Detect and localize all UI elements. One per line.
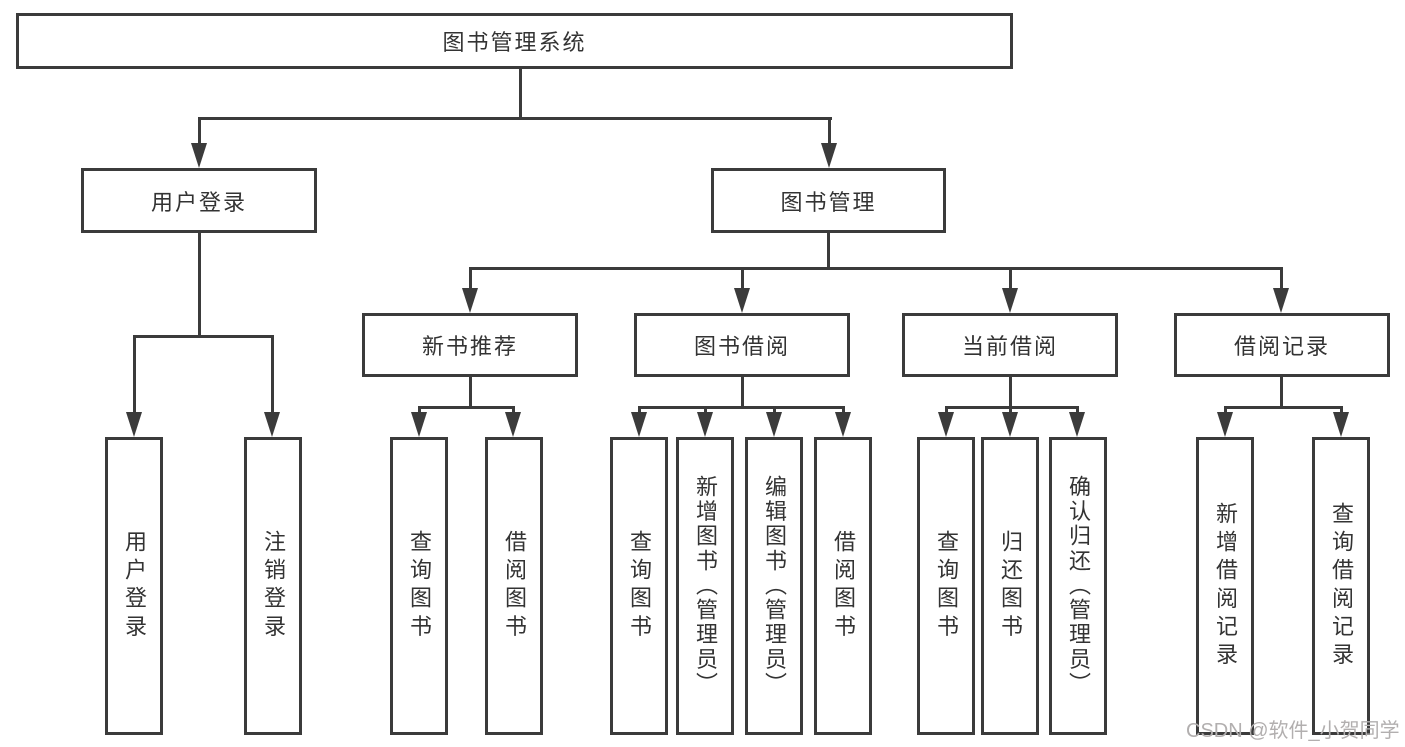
leaf-bw-query-book: 查询图书 bbox=[610, 437, 668, 735]
connector-level3-rail bbox=[469, 267, 1283, 270]
arrow-down-icon bbox=[734, 288, 750, 313]
leaf-bw-query-book-label: 查询图书 bbox=[627, 529, 652, 643]
leaf-bw-add-book: 新增图书（管理员） bbox=[676, 437, 734, 735]
connector-arrow-cu-confirm-line bbox=[1076, 406, 1079, 415]
arrow-down-icon bbox=[821, 143, 837, 168]
connector-arrow-bw-add-line bbox=[704, 406, 707, 415]
leaf-cu-return-book: 归还图书 bbox=[981, 437, 1039, 735]
connector-newbook-stem bbox=[469, 377, 472, 409]
leaf-hi-add-record-label: 新增借阅记录 bbox=[1213, 501, 1238, 671]
leaf-cu-query-book-label: 查询图书 bbox=[934, 529, 959, 643]
connector-arrow-nb-query-line bbox=[418, 406, 421, 415]
node-book-mgmt-label: 图书管理 bbox=[780, 189, 877, 215]
arrow-down-icon bbox=[1333, 412, 1349, 437]
connector-arrow-bw-edit-line bbox=[773, 406, 776, 415]
connector-arrow-hi-add-line bbox=[1224, 406, 1227, 415]
connector-arrow-login-user-line bbox=[133, 335, 136, 414]
leaf-logout: 注销登录 bbox=[244, 437, 302, 735]
arrow-down-icon bbox=[697, 412, 713, 437]
connector-history-rail bbox=[1224, 406, 1341, 409]
connector-arrow-nb-borrow-line bbox=[512, 406, 515, 415]
arrow-down-icon bbox=[835, 412, 851, 437]
node-current-borrow-label: 当前借阅 bbox=[961, 334, 1058, 359]
leaf-nb-query-book: 查询图书 bbox=[390, 437, 448, 735]
leaf-cu-return-book-label: 归还图书 bbox=[998, 529, 1023, 643]
arrow-down-icon bbox=[938, 412, 954, 437]
connector-arrow-cu-return-line bbox=[1009, 406, 1012, 415]
node-book-borrow: 图书借阅 bbox=[634, 313, 850, 377]
node-user-login: 用户登录 bbox=[81, 168, 317, 233]
leaf-bw-borrow-book: 借阅图书 bbox=[814, 437, 872, 735]
node-borrow-history-label: 借阅记录 bbox=[1233, 334, 1330, 359]
node-root-label: 图书管理系统 bbox=[442, 30, 587, 55]
connector-arrow-cu-query-line bbox=[945, 406, 948, 415]
arrow-down-icon bbox=[766, 412, 782, 437]
connector-borrow-stem bbox=[741, 377, 744, 409]
connector-arrow-login-line bbox=[198, 117, 201, 144]
node-borrow-history: 借阅记录 bbox=[1174, 313, 1390, 377]
arrow-down-icon bbox=[411, 412, 427, 437]
leaf-bw-edit-book-label: 编辑图书（管理员） bbox=[762, 475, 787, 697]
node-book-borrow-label: 图书借阅 bbox=[693, 334, 790, 359]
node-user-login-label: 用户登录 bbox=[150, 189, 247, 215]
arrow-down-icon bbox=[631, 412, 647, 437]
arrow-down-icon bbox=[264, 412, 280, 437]
csdn-watermark: CSDN @软件_小贺同学 bbox=[1186, 720, 1400, 742]
arrow-down-icon bbox=[1273, 288, 1289, 313]
connector-arrow-bw-borrow-line bbox=[842, 406, 845, 415]
connector-login-stem bbox=[198, 233, 201, 338]
leaf-hi-query-record-label: 查询借阅记录 bbox=[1329, 501, 1354, 671]
arrow-down-icon bbox=[505, 412, 521, 437]
leaf-cu-confirm-return: 确认归还（管理员） bbox=[1049, 437, 1107, 735]
connector-current-rail bbox=[945, 406, 1079, 409]
leaf-bw-borrow-book-label: 借阅图书 bbox=[831, 529, 856, 643]
arrow-down-icon bbox=[1002, 288, 1018, 313]
connector-level2-rail bbox=[198, 117, 832, 120]
leaf-nb-borrow-book-label: 借阅图书 bbox=[502, 529, 527, 643]
leaf-cu-query-book: 查询图书 bbox=[917, 437, 975, 735]
leaf-nb-borrow-book: 借阅图书 bbox=[485, 437, 543, 735]
connector-arrow-logout-line bbox=[271, 335, 274, 414]
arrow-down-icon bbox=[1069, 412, 1085, 437]
connector-arrow-hi-query-line bbox=[1340, 406, 1343, 415]
arrow-down-icon bbox=[126, 412, 142, 437]
connector-arrow-newbook-line bbox=[469, 267, 472, 290]
node-root: 图书管理系统 bbox=[16, 13, 1013, 69]
arrow-down-icon bbox=[462, 288, 478, 313]
connector-root-stem bbox=[519, 69, 522, 120]
arrow-down-icon bbox=[1002, 412, 1018, 437]
connector-login-rail bbox=[133, 335, 274, 338]
leaf-user-login-label: 用户登录 bbox=[122, 529, 147, 643]
leaf-bw-edit-book: 编辑图书（管理员） bbox=[745, 437, 803, 735]
leaf-nb-query-book-label: 查询图书 bbox=[407, 529, 432, 643]
node-new-book: 新书推荐 bbox=[362, 313, 578, 377]
leaf-user-login: 用户登录 bbox=[105, 437, 163, 735]
leaf-hi-add-record: 新增借阅记录 bbox=[1196, 437, 1254, 735]
connector-arrow-history-line bbox=[1280, 267, 1283, 290]
arrow-down-icon bbox=[1217, 412, 1233, 437]
connector-history-stem bbox=[1280, 377, 1283, 409]
connector-newbook-rail bbox=[418, 406, 515, 409]
connector-arrow-mgmt-line bbox=[828, 117, 831, 144]
connector-arrow-current-line bbox=[1009, 267, 1012, 290]
node-book-mgmt: 图书管理 bbox=[711, 168, 946, 233]
connector-arrow-bw-query-line bbox=[638, 406, 641, 415]
arrow-down-icon bbox=[191, 143, 207, 168]
node-current-borrow: 当前借阅 bbox=[902, 313, 1118, 377]
connector-mgmt-stem bbox=[827, 233, 830, 270]
connector-current-stem bbox=[1009, 377, 1012, 409]
leaf-bw-add-book-label: 新增图书（管理员） bbox=[693, 475, 718, 697]
leaf-cu-confirm-return-label: 确认归还（管理员） bbox=[1066, 475, 1091, 697]
connector-borrow-rail bbox=[638, 406, 844, 409]
connector-arrow-borrow-line bbox=[741, 267, 744, 290]
leaf-hi-query-record: 查询借阅记录 bbox=[1312, 437, 1370, 735]
node-new-book-label: 新书推荐 bbox=[421, 334, 518, 359]
leaf-logout-label: 注销登录 bbox=[261, 529, 286, 643]
